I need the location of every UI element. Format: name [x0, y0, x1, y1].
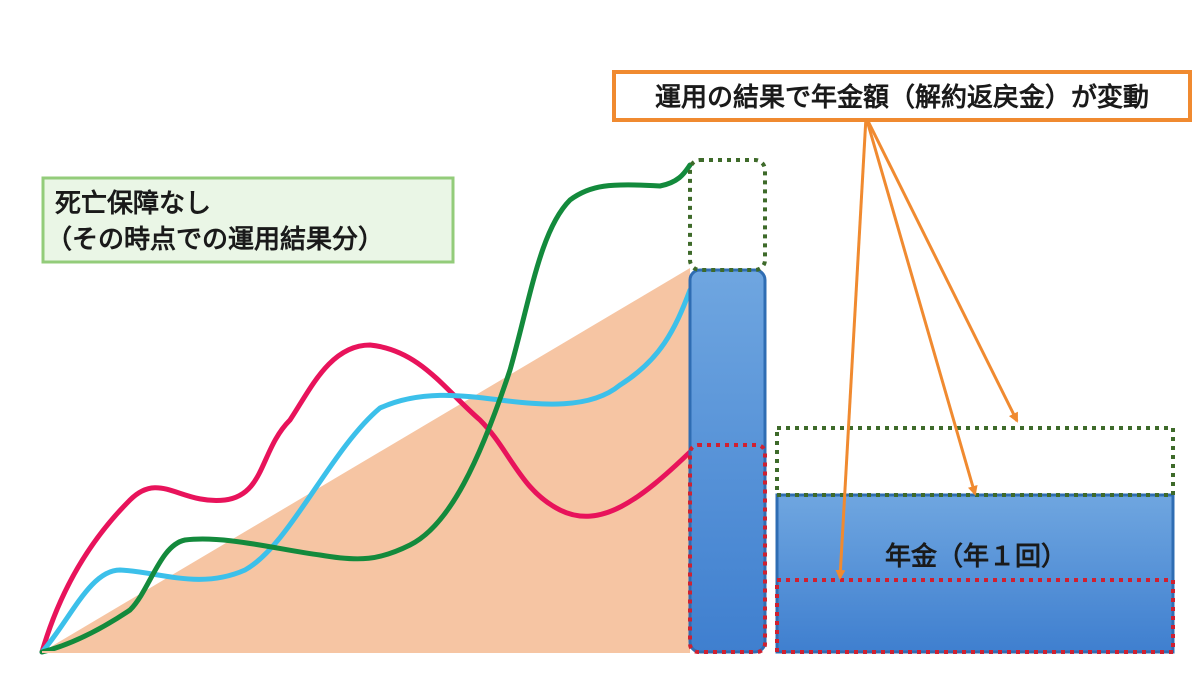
lump-sum-bar [688, 268, 767, 654]
accumulation-triangle [42, 268, 690, 652]
arrow-to-max [864, 116, 1019, 423]
annual-pension-max-outline [775, 426, 1175, 497]
no-death-benefit-line2: （その時点での運用結果分） [46, 224, 384, 255]
annual-pension-min-outline [775, 578, 1175, 654]
pink-performance-line [39, 342, 693, 655]
no-death-benefit-line1: 死亡保障なし [55, 188, 211, 219]
arrow-to-min [835, 116, 868, 580]
blue-performance-line [39, 287, 693, 655]
annual-pension-label: 年金（年１回） [885, 541, 1067, 572]
lump-sum-bar-min-outline [688, 443, 767, 654]
annual-pension-bar [775, 493, 1175, 654]
variation-callout-box [612, 70, 1192, 122]
lump-sum-bar-max-outline [688, 158, 767, 272]
green-performance-line [39, 162, 693, 655]
no-death-benefit-box [41, 176, 455, 264]
variation-callout-text: 運用の結果で年金額（解約返戻金）が変動 [655, 82, 1149, 113]
arrow-to-mid [864, 116, 978, 496]
